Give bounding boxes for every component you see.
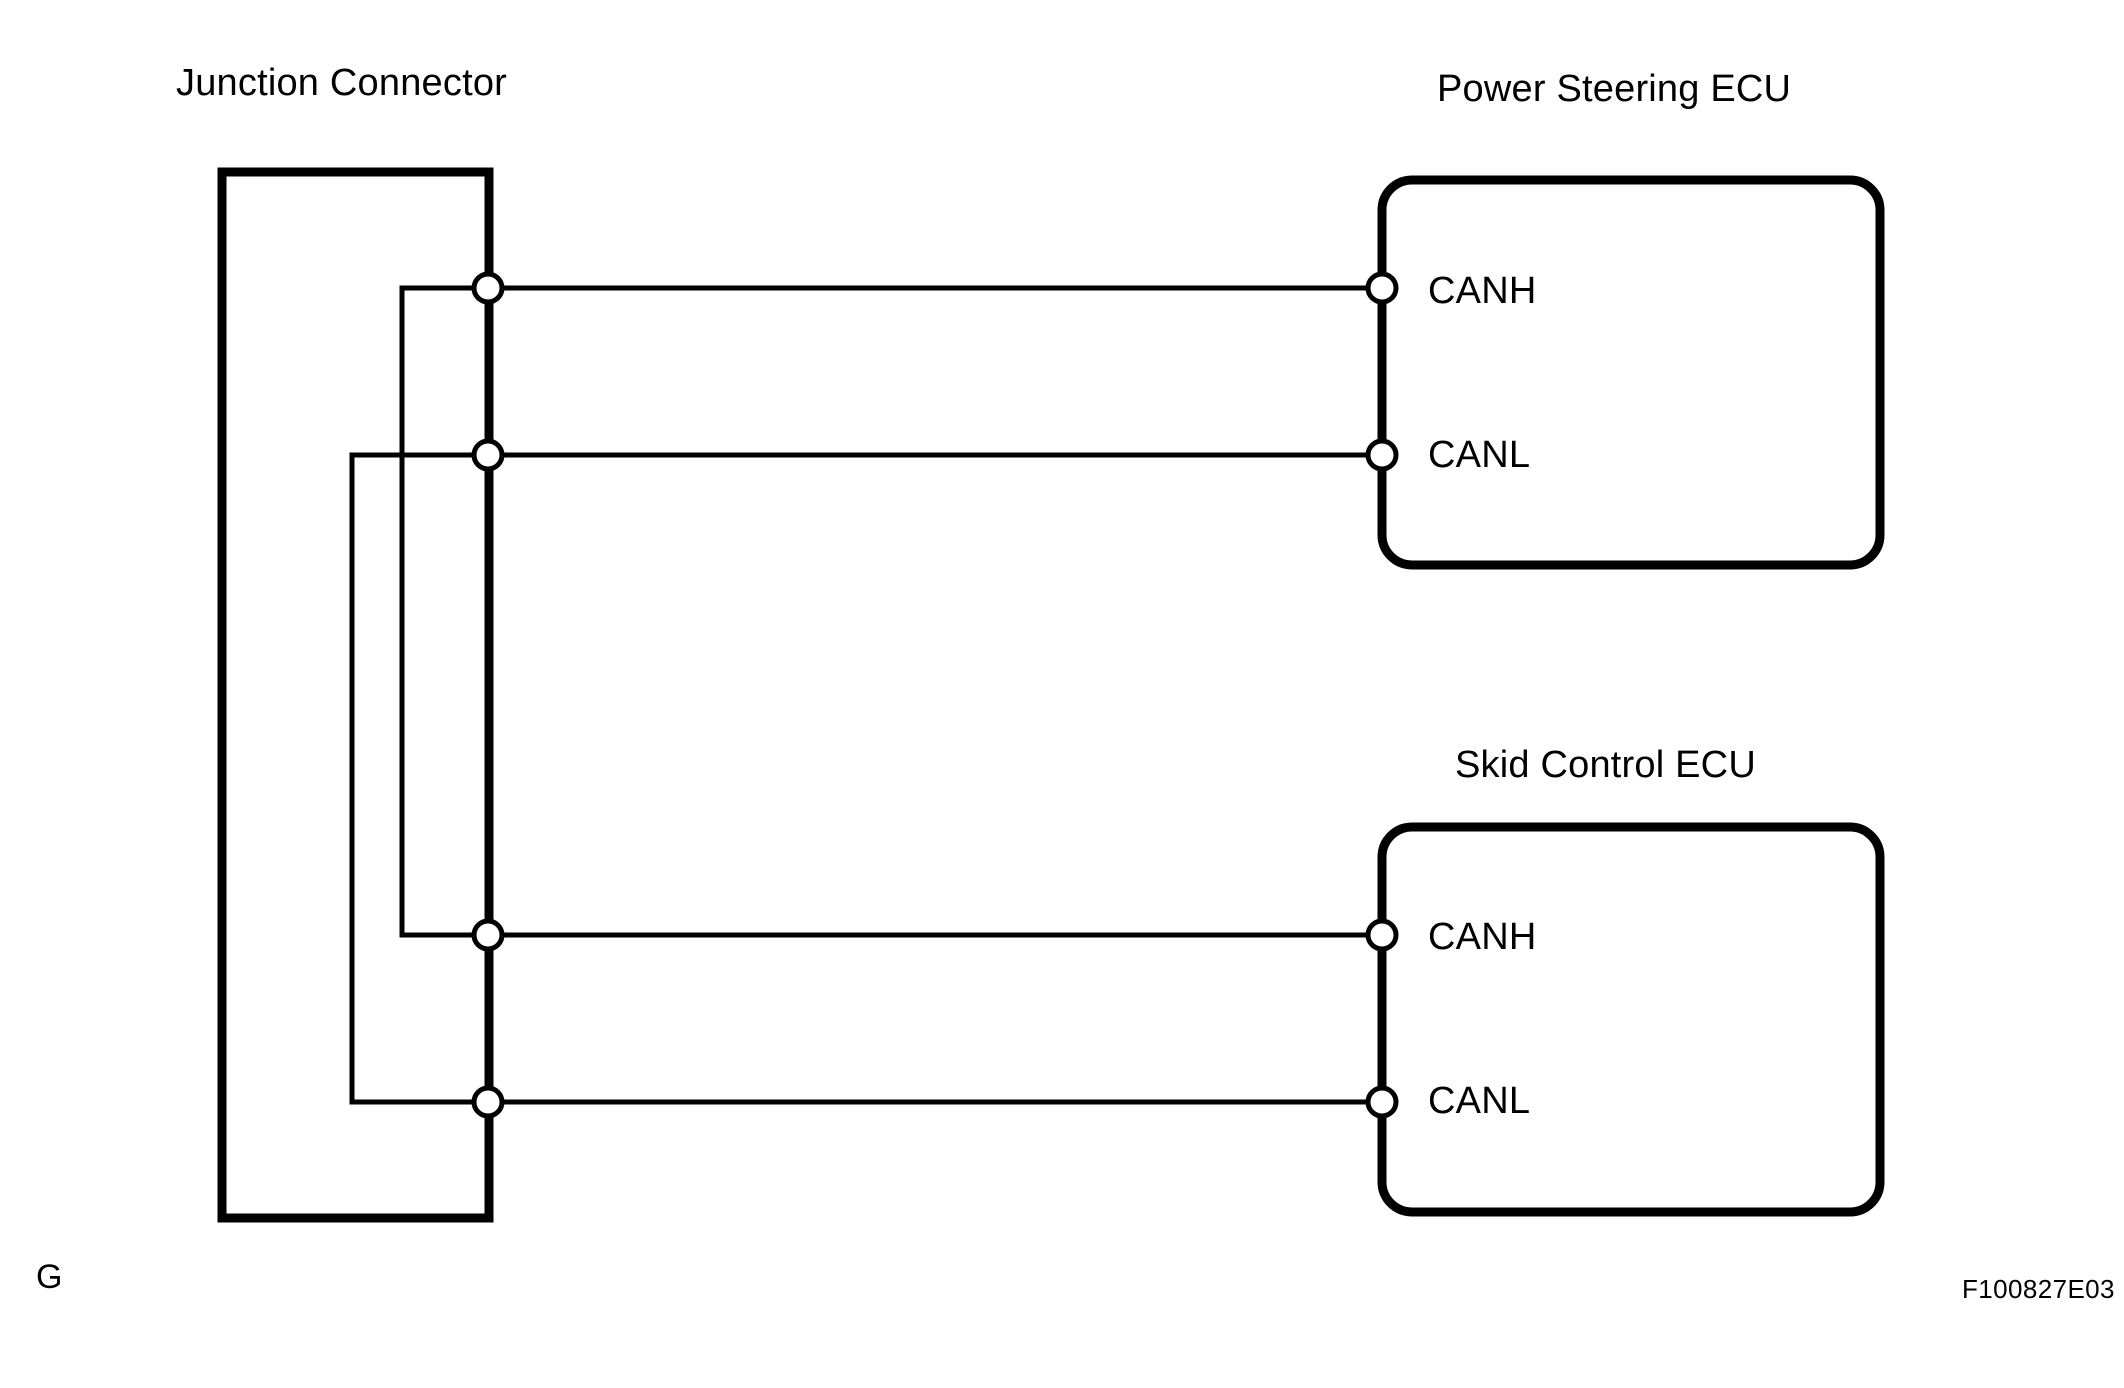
sheet-corner-mark: G xyxy=(36,1258,63,1296)
pin-label-skid-canl: CANL xyxy=(1428,1080,1531,1122)
terminal-jc-canl-ps xyxy=(471,438,505,472)
terminal-jc-canl-skid xyxy=(471,1085,505,1119)
bus-link-canl-wire xyxy=(349,452,488,1105)
skid-control-ecu-title: Skid Control ECU xyxy=(1455,744,1756,786)
pin-sk-canl-terminal xyxy=(1365,1085,1399,1119)
skid-control-ecu-box xyxy=(1377,822,1885,1217)
pin-label-ps-canl: CANL xyxy=(1428,434,1531,476)
terminal-jc-canh-skid xyxy=(471,918,505,952)
pin-sk-canh-terminal xyxy=(1365,918,1399,952)
pin-ps-canh-terminal xyxy=(1365,271,1399,305)
figure-reference-code: F100827E03 xyxy=(1962,1274,2115,1304)
terminal-jc-canh-ps xyxy=(471,271,505,305)
pin-ps-canl-terminal xyxy=(1365,438,1399,472)
junction-connector-box xyxy=(217,167,494,1223)
bus-link-canh-wire xyxy=(399,285,488,938)
pin-label-skid-canh: CANH xyxy=(1428,916,1537,958)
power-steering-ecu-title: Power Steering ECU xyxy=(1437,68,1792,110)
pin-label-ps-canh: CANH xyxy=(1428,270,1537,312)
junction-connector-title: Junction Connector xyxy=(176,62,508,104)
power-steering-ecu-box xyxy=(1377,175,1885,570)
